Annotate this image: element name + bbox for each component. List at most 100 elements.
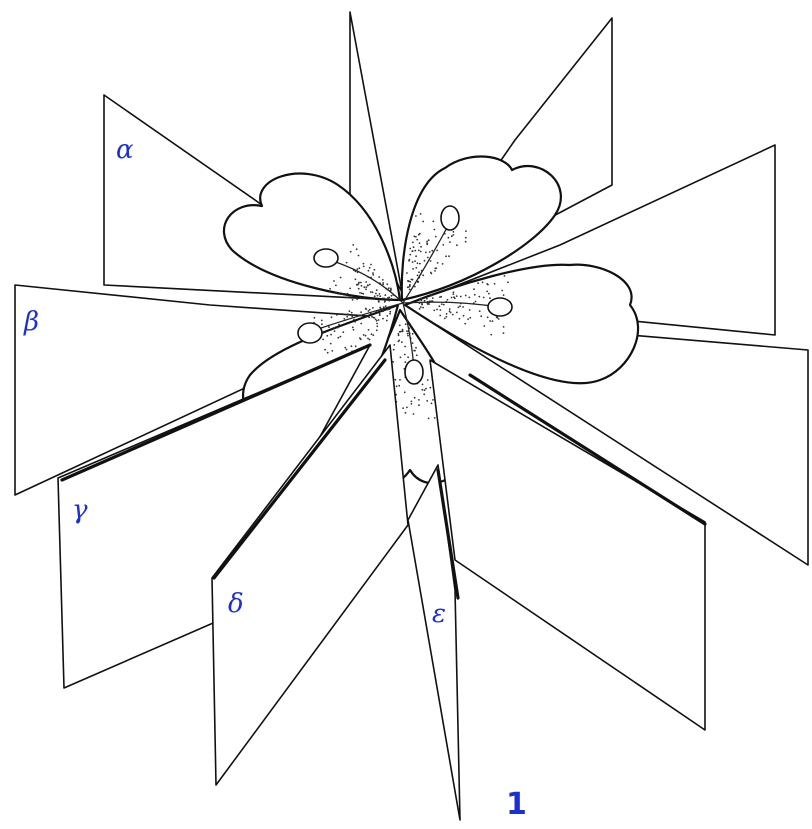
stipple-dot bbox=[498, 318, 500, 320]
anther-1 bbox=[314, 249, 338, 267]
stipple-dot bbox=[361, 292, 363, 294]
stipple-dot bbox=[349, 310, 351, 312]
stipple-dot bbox=[415, 347, 417, 349]
stipple-dot bbox=[460, 296, 462, 298]
stipple-dot bbox=[479, 310, 481, 312]
stipple-dot bbox=[393, 349, 395, 351]
stipple-dot bbox=[436, 309, 438, 311]
stipple-dot bbox=[405, 323, 407, 325]
stipple-dot bbox=[431, 250, 433, 252]
stipple-dot bbox=[422, 384, 424, 386]
stipple-dot bbox=[371, 316, 373, 318]
stipple-dot bbox=[439, 305, 441, 307]
stipple-dot bbox=[399, 331, 401, 333]
label-epsilon: ε bbox=[432, 599, 446, 629]
stipple-dot bbox=[363, 263, 365, 265]
stipple-dot bbox=[363, 297, 365, 299]
stipple-dot bbox=[360, 323, 362, 325]
stipple-dot bbox=[387, 309, 389, 311]
stipple-dot bbox=[363, 266, 365, 268]
stipple-dot bbox=[407, 333, 409, 335]
stipple-dot bbox=[369, 339, 371, 341]
stipple-dot bbox=[503, 294, 505, 296]
stipple-dot bbox=[356, 268, 358, 270]
stipple-dot bbox=[340, 277, 342, 279]
stipple-dot bbox=[314, 317, 316, 319]
stipple-dot bbox=[360, 311, 362, 313]
stipple-dot bbox=[425, 252, 427, 254]
stipple-dot bbox=[337, 327, 339, 329]
stipple-dot bbox=[420, 306, 422, 308]
stipple-dot bbox=[503, 326, 505, 328]
stipple-dot bbox=[414, 397, 416, 399]
stipple-dot bbox=[386, 320, 388, 322]
stipple-dot bbox=[452, 234, 454, 236]
stipple-dot bbox=[415, 215, 417, 217]
stipple-dot bbox=[406, 330, 408, 332]
stipple-dot bbox=[328, 326, 330, 328]
stipple-dot bbox=[352, 244, 354, 246]
stipple-dot bbox=[443, 304, 445, 306]
stipple-dot bbox=[417, 275, 419, 277]
stipple-dot bbox=[435, 236, 437, 238]
stipple-dot bbox=[336, 314, 338, 316]
stipple-dot bbox=[411, 279, 413, 281]
stipple-dot bbox=[371, 333, 373, 335]
stipple-dot bbox=[420, 251, 422, 253]
stipple-dot bbox=[396, 385, 398, 387]
stipple-dot bbox=[489, 297, 491, 299]
stipple-dot bbox=[490, 334, 492, 336]
stipple-dot bbox=[422, 221, 424, 223]
stipple-dot bbox=[404, 361, 406, 363]
stipple-dot bbox=[473, 288, 475, 290]
stipple-dot bbox=[418, 404, 420, 406]
stipple-dot bbox=[370, 291, 372, 293]
stipple-dot bbox=[369, 284, 371, 286]
stipple-dot bbox=[407, 286, 409, 288]
stipple-dot bbox=[426, 400, 428, 402]
stipple-dot bbox=[367, 338, 369, 340]
stipple-dot bbox=[469, 317, 471, 319]
stipple-dot bbox=[335, 285, 337, 287]
stipple-dot bbox=[406, 407, 408, 409]
stipple-dot bbox=[487, 284, 489, 286]
stipple-dot bbox=[399, 379, 401, 381]
stipple-dot bbox=[424, 389, 426, 391]
stipple-dot bbox=[434, 270, 436, 272]
stipple-dot bbox=[386, 283, 388, 285]
stipple-dot bbox=[413, 236, 415, 238]
stipple-dot bbox=[419, 308, 421, 310]
stipple-dot bbox=[391, 298, 393, 300]
stipple-dot bbox=[405, 412, 407, 414]
stipple-dot bbox=[440, 296, 442, 298]
anther-5 bbox=[298, 323, 322, 343]
stipple-dot bbox=[372, 272, 374, 274]
stipple-dot bbox=[413, 246, 415, 248]
stipple-dot bbox=[382, 279, 384, 281]
figure-number: 1 bbox=[506, 787, 527, 822]
stipple-dot bbox=[352, 327, 354, 329]
stipple-dot bbox=[419, 233, 421, 235]
stipple-dot bbox=[468, 297, 470, 299]
stipple-dot bbox=[428, 418, 430, 420]
stipple-dot bbox=[407, 356, 409, 358]
stipple-dot bbox=[344, 347, 346, 349]
stipple-dot bbox=[382, 310, 384, 312]
stipple-dot bbox=[418, 271, 420, 273]
stipple-dot bbox=[391, 295, 393, 297]
stipple-dot bbox=[424, 260, 426, 262]
stipple-dot bbox=[409, 254, 411, 256]
stipple-dot bbox=[406, 272, 408, 274]
stipple-dot bbox=[322, 339, 324, 341]
stipple-dot bbox=[376, 323, 378, 325]
stipple-dot bbox=[398, 385, 400, 387]
label-gamma: γ bbox=[72, 495, 88, 525]
stipple-dot bbox=[377, 295, 379, 297]
stipple-dot bbox=[492, 320, 494, 322]
stipple-dot bbox=[382, 298, 384, 300]
stipple-dot bbox=[379, 313, 381, 315]
stipple-dot bbox=[480, 315, 482, 317]
stipple-dot bbox=[426, 298, 428, 300]
stipple-dot bbox=[417, 262, 419, 264]
stipple-dot bbox=[431, 295, 433, 297]
